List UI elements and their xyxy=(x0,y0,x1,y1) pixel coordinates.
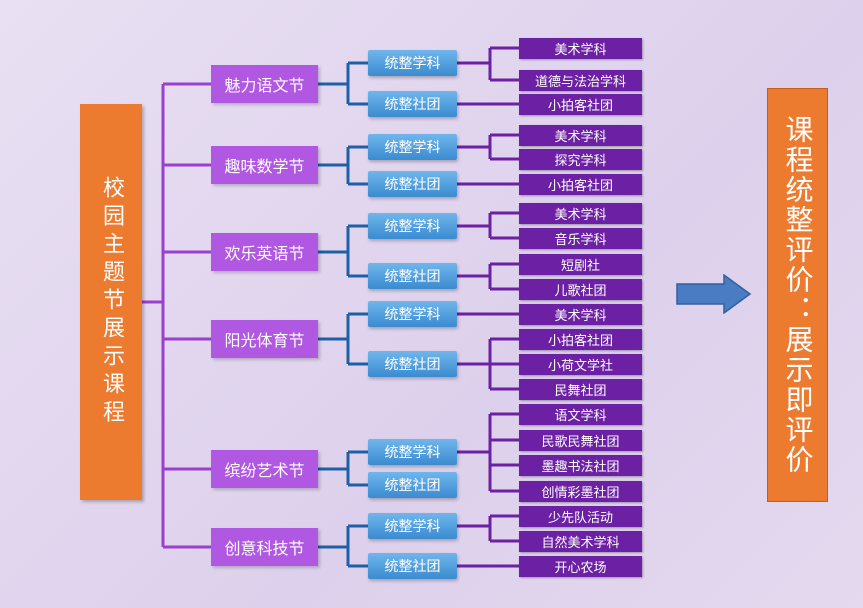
leaf-box: 美术学科 xyxy=(519,303,642,325)
group-box: 统整学科 xyxy=(368,213,457,239)
leaf-box: 探究学科 xyxy=(519,148,642,170)
group-box: 统整学科 xyxy=(368,134,457,160)
leaf-box: 美术学科 xyxy=(519,37,642,59)
leaf-box: 美术学科 xyxy=(519,124,642,146)
group-box: 统整社团 xyxy=(368,263,457,289)
leaf-box: 儿歌社团 xyxy=(519,278,642,300)
festival-box: 魅力语文节 xyxy=(211,65,318,103)
leaf-box: 美术学科 xyxy=(519,202,642,224)
group-box: 统整社团 xyxy=(368,553,457,579)
leaf-box: 自然美术学科 xyxy=(519,530,642,552)
festival-box: 阳光体育节 xyxy=(211,320,318,358)
leaf-box: 小拍客社团 xyxy=(519,328,642,350)
leaf-box: 短剧社 xyxy=(519,253,642,275)
leaf-box: 开心农场 xyxy=(519,555,642,577)
leaf-box: 少先队活动 xyxy=(519,505,642,527)
leaf-box: 小荷文学社 xyxy=(519,353,642,375)
group-box: 统整学科 xyxy=(368,513,457,539)
group-box: 统整学科 xyxy=(368,439,457,465)
leaf-box: 墨趣书法社团 xyxy=(519,454,642,476)
leaf-box: 民歌民舞社团 xyxy=(519,429,642,451)
leaf-box: 民舞社团 xyxy=(519,378,642,400)
leaf-box: 小拍客社团 xyxy=(519,93,642,115)
group-box: 统整社团 xyxy=(368,171,457,197)
root-box: 校园主题节展示课程 xyxy=(80,104,142,500)
leaf-box: 音乐学科 xyxy=(519,227,642,249)
festival-box: 创意科技节 xyxy=(211,528,318,566)
leaf-box: 小拍客社团 xyxy=(519,173,642,195)
leaf-box: 创情彩墨社团 xyxy=(519,480,642,502)
festival-box: 趣味数学节 xyxy=(211,146,318,184)
group-box: 统整社团 xyxy=(368,351,457,377)
festival-box: 缤纷艺术节 xyxy=(211,450,318,488)
group-box: 统整社团 xyxy=(368,472,457,498)
result-box: 课程统整评价：展示即评价 xyxy=(767,88,828,502)
leaf-box: 语文学科 xyxy=(519,403,642,425)
leaf-box: 道德与法治学科 xyxy=(519,69,642,91)
group-box: 统整学科 xyxy=(368,301,457,327)
right-arrow-icon xyxy=(676,274,752,314)
festival-box: 欢乐英语节 xyxy=(211,233,318,271)
group-box: 统整社团 xyxy=(368,91,457,117)
group-box: 统整学科 xyxy=(368,50,457,76)
